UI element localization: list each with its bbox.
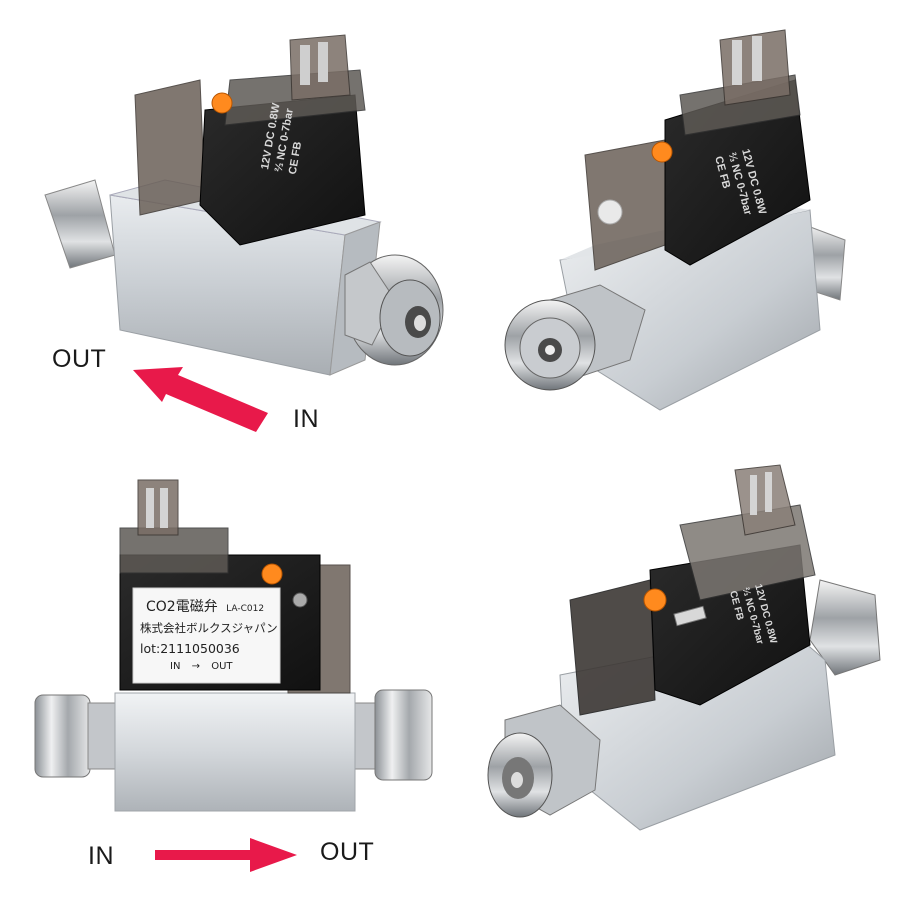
valve-view-bottom-right: 12V DC 0.8W ⅔ NC 0-7bar CE FB <box>450 450 900 900</box>
sticker-company: 株式会社ボルクスジャパン <box>140 621 278 635</box>
valve-photo-front <box>34 479 433 872</box>
flow-arrow-left <box>133 367 268 432</box>
sticker-flow-out: OUT <box>211 661 233 672</box>
out-label: OUT <box>52 345 107 373</box>
sticker-lot: lot:2111050036 <box>140 641 240 656</box>
valve-view-top-right: 12V DC 0.8W ⅔ NC 0-7bar CE FB <box>450 0 900 450</box>
valve-photo-angled-left: 12V DC 0.8W ⅔ NC 0-7bar CE FB <box>44 34 444 432</box>
sticker-flow-arrow: → <box>191 661 201 672</box>
flow-arrow-right <box>155 838 297 872</box>
valve-photo-angled-top: 12V DC 0.8W ⅔ NC 0-7bar CE FB <box>487 464 881 831</box>
product-sticker <box>132 587 281 684</box>
valve-view-top-left: 12V DC 0.8W ⅔ NC 0-7bar CE FB OUT IN <box>0 0 450 450</box>
sticker-model: LA-C012 <box>226 604 265 614</box>
coil-certification-text: CE FB <box>287 141 305 176</box>
valve-photo-angled-right: 12V DC 0.8W ⅔ NC 0-7bar CE FB <box>504 29 846 411</box>
in-label: IN <box>88 842 114 870</box>
valve-view-bottom-left: CO2電磁弁 LA-C012 株式会社ボルクスジャパン lot:21110500… <box>0 450 450 900</box>
in-label: IN <box>293 405 319 433</box>
out-label: OUT <box>320 838 375 866</box>
sticker-title: CO2電磁弁 <box>146 599 218 615</box>
sticker-flow-in: IN <box>170 661 181 672</box>
